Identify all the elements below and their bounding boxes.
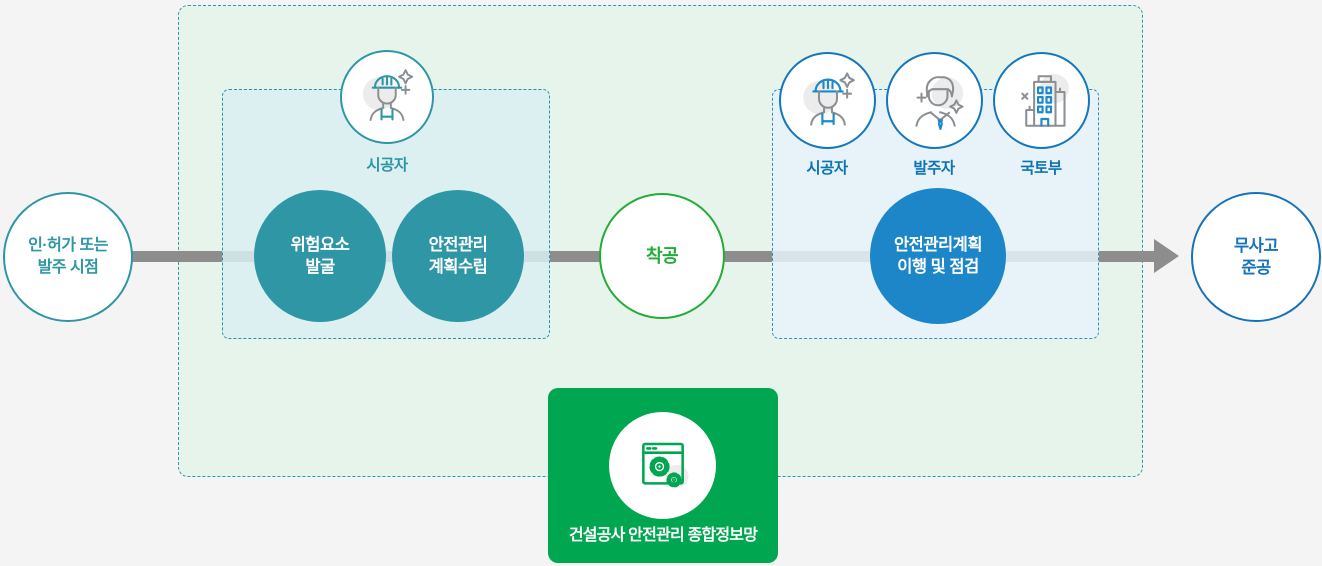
timeline-arrow-head-icon	[1154, 239, 1179, 273]
step-risk-discovery: 위험요소 발굴	[254, 190, 386, 322]
phase2-actor-circle-contractor	[779, 52, 876, 149]
construction-worker-icon	[802, 71, 855, 126]
start-node-line1: 인·허가 또는	[28, 237, 108, 255]
milestone-label: 착공	[645, 245, 679, 266]
phase2-actor-circle-client	[886, 52, 983, 149]
government-building-icon	[1020, 73, 1069, 127]
system-icon-circle	[609, 412, 716, 519]
phase1-actor-label: 시공자	[366, 157, 408, 174]
start-node-line2: 발주 시점	[37, 259, 99, 276]
phase2-actor-label-contractor: 시공자	[806, 160, 848, 177]
step-implement-line1: 안전관리계획	[893, 235, 983, 254]
start-node: 인·허가 또는 발주 시점	[3, 192, 133, 322]
web-system-gears-icon	[641, 442, 688, 488]
end-node: 무사고 준공	[1191, 192, 1321, 322]
step-plan-line1: 안전관리	[428, 235, 488, 254]
end-node-line1: 무사고	[1233, 236, 1279, 255]
milestone-start-construction: 착공	[599, 193, 725, 319]
step-risk-line2: 발굴	[305, 258, 335, 276]
system-label: 건설공사 안전관리 종합정보망	[568, 527, 758, 544]
step-plan-line2: 계획수립	[428, 258, 488, 276]
phase2-actor-label-ministry: 국토부	[1020, 160, 1062, 177]
phase2-actor-label-client: 발주자	[913, 160, 955, 177]
step-safety-plan: 안전관리 계획수립	[392, 190, 524, 322]
step-plan-implementation: 안전관리계획 이행 및 점검	[870, 188, 1006, 324]
construction-worker-icon	[362, 69, 414, 121]
client-person-icon	[914, 75, 964, 130]
end-node-line2: 준공	[1241, 259, 1271, 277]
phase2-actor-circle-ministry	[993, 52, 1090, 149]
phase1-actor-circle	[340, 50, 434, 144]
integrated-system-box: 건설공사 안전관리 종합정보망	[548, 388, 778, 563]
step-implement-line2: 이행 및 점검	[897, 258, 979, 276]
step-risk-line1: 위험요소	[290, 235, 350, 254]
